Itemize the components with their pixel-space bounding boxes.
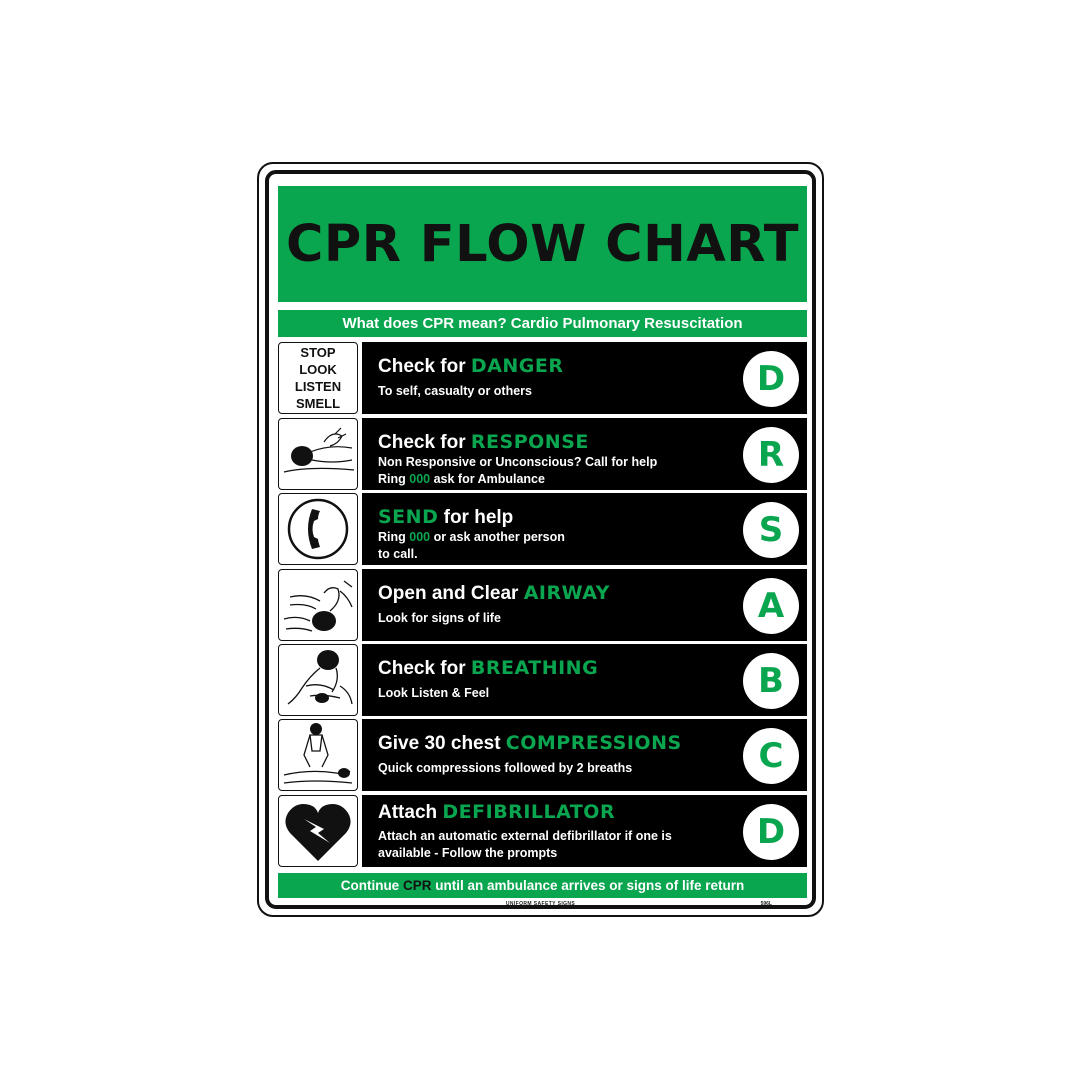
- step-heading: SEND for help: [378, 506, 514, 528]
- page-title: CPR FLOW CHART: [285, 214, 800, 274]
- step-description: Look Listen & Feel: [378, 686, 490, 700]
- step-heading: Attach DEFIBRILLATOR: [378, 801, 616, 823]
- cpr-sign: CPR FLOW CHART What does CPR mean? Cardi…: [257, 162, 824, 917]
- product-code: 596L: [760, 901, 772, 907]
- airway-head-tilt-icon: [278, 569, 358, 641]
- step-description: Ring 000 or ask another person to call.: [378, 530, 565, 561]
- phone-handset-icon: [278, 493, 358, 565]
- casualty-lying-icon: [278, 418, 358, 490]
- step-heading: Give 30 chest COMPRESSIONS: [378, 732, 682, 754]
- footer-text: Continue CPR until an ambulance arrives …: [340, 878, 745, 893]
- stop-look-listen-smell-icon: STOP LOOK LISTEN SMELL: [278, 342, 358, 414]
- icon-line-look: LOOK: [299, 362, 337, 377]
- subtitle: What does CPR mean? Cardio Pulmonary Res…: [342, 315, 743, 332]
- step-panel: Attach DEFIBRILLATOR Attach an automatic…: [362, 795, 807, 867]
- step-row-send: SEND for help Ring 000 or ask another pe…: [278, 493, 807, 565]
- step-panel: Check for DANGER To self, casualty or ot…: [362, 342, 807, 414]
- icon-line-smell: SMELL: [295, 396, 341, 411]
- step-letter-badge: D: [743, 351, 799, 407]
- step-letter-badge: B: [743, 653, 799, 709]
- step-letter-badge: S: [743, 502, 799, 558]
- step-letter-badge: D: [743, 804, 799, 860]
- step-row-airway: Open and Clear AIRWAY Look for signs of …: [278, 569, 807, 641]
- chest-compressions-icon: [278, 719, 358, 791]
- step-panel: Open and Clear AIRWAY Look for signs of …: [362, 569, 807, 641]
- step-description: To self, casualty or others: [378, 384, 532, 398]
- footer-banner: Continue CPR until an ambulance arrives …: [278, 873, 807, 898]
- title-banner: CPR FLOW CHART: [278, 186, 807, 302]
- step-panel: Check for RESPONSE Non Responsive or Unc…: [362, 418, 807, 490]
- check-breathing-icon: [278, 644, 358, 716]
- step-description: Look for signs of life: [378, 611, 501, 625]
- step-letter-badge: C: [743, 728, 799, 784]
- icon-line-listen: LISTEN: [294, 379, 342, 394]
- step-letter-badge: R: [743, 427, 799, 483]
- step-description: Attach an automatic external defibrillat…: [378, 829, 672, 860]
- sign-inner-border: [265, 170, 816, 909]
- step-description: Non Responsive or Unconscious? Call for …: [378, 455, 658, 486]
- step-row-breathing: Check for BREATHING Look Listen & Feel B: [278, 644, 807, 716]
- step-heading: Check for DANGER: [378, 355, 564, 377]
- step-heading: Open and Clear AIRWAY: [378, 582, 610, 604]
- step-letter-badge: A: [743, 578, 799, 634]
- step-panel: SEND for help Ring 000 or ask another pe…: [362, 493, 807, 565]
- step-heading: Check for BREATHING: [378, 657, 599, 679]
- step-row-compressions: Give 30 chest COMPRESSIONS Quick compres…: [278, 719, 807, 791]
- step-row-response: Check for RESPONSE Non Responsive or Unc…: [278, 418, 807, 490]
- step-panel: Check for BREATHING Look Listen & Feel B: [362, 644, 807, 716]
- icon-line-stop: STOP: [300, 345, 336, 360]
- subtitle-banner: What does CPR mean? Cardio Pulmonary Res…: [278, 310, 807, 337]
- step-row-defibrillator: Attach DEFIBRILLATOR Attach an automatic…: [278, 795, 807, 867]
- brand-mark: UNIFORM SAFETY SIGNS: [505, 901, 576, 907]
- step-panel: Give 30 chest COMPRESSIONS Quick compres…: [362, 719, 807, 791]
- defibrillator-heart-icon: [278, 795, 358, 867]
- step-description: Quick compressions followed by 2 breaths: [378, 761, 633, 775]
- step-heading: Check for RESPONSE: [378, 431, 589, 453]
- step-row-danger: STOP LOOK LISTEN SMELL Check for DANGER …: [278, 342, 807, 414]
